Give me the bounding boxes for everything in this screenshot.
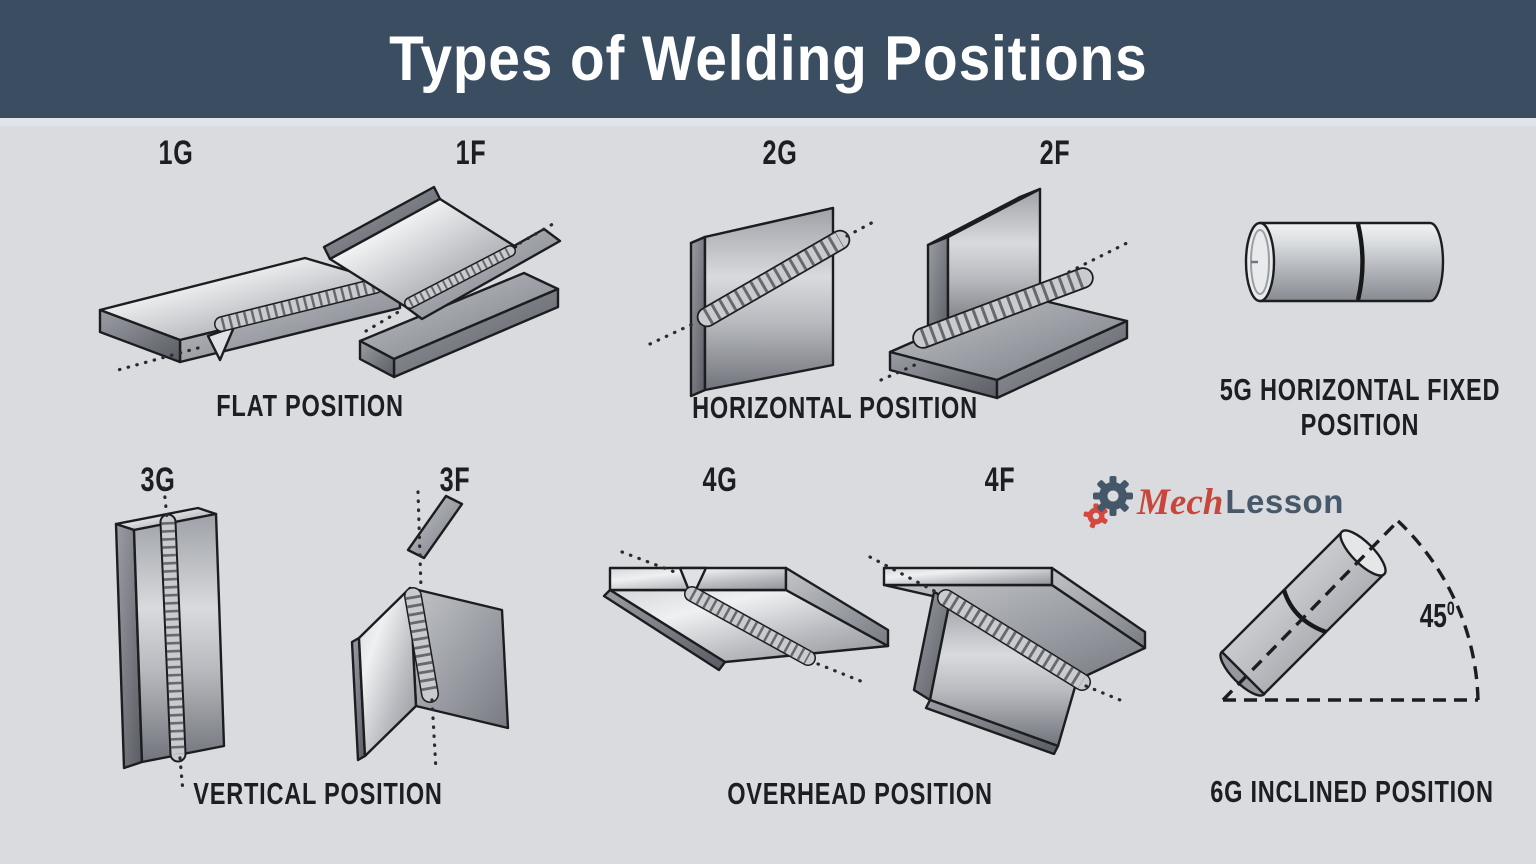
- angle-value: 45: [1419, 597, 1447, 634]
- illustration-4g-overhead-groove-plate: [602, 550, 890, 684]
- illustration-4f-overhead-fillet-tee: [868, 555, 1147, 755]
- angle-annotation: 450: [1420, 597, 1487, 635]
- code-label-1f: 1F: [455, 134, 487, 172]
- logo-text-lesson: Lesson: [1225, 483, 1344, 520]
- caption-overhead-position: OVERHEAD POSITION: [727, 776, 993, 811]
- caption-5g-line1: 5G HORIZONTAL FIXED: [1219, 372, 1501, 407]
- weld-bead-1f: [404, 245, 516, 309]
- caption-vertical-position: VERTICAL POSITION: [193, 776, 443, 811]
- code-label-1g: 1G: [158, 134, 194, 172]
- axis-dots-3f-bottom: [430, 698, 438, 772]
- caption-horizontal-position: HORIZONTAL POSITION: [692, 390, 978, 425]
- code-label-3g: 3G: [140, 461, 176, 499]
- code-label-2f: 2F: [1039, 134, 1071, 172]
- weld-bead-2f: [912, 267, 1094, 349]
- illustration-1f-flat-fillet-joint: [322, 185, 562, 379]
- illustration-5g-horizontal-pipe: [1244, 221, 1445, 303]
- illustration-2f-horizontal-fillet-tee: [879, 187, 1135, 400]
- pipe-weld-seam-5g: [1355, 223, 1365, 301]
- weld-bead-4f: [937, 589, 1091, 691]
- axis-dots-2f-right: [1067, 238, 1135, 274]
- caption-6g-inclined-position: 6G INCLINED POSITION: [1210, 774, 1494, 809]
- header-divider: [0, 118, 1536, 126]
- partial-gear-icon: [1083, 503, 1108, 529]
- axis-dots-4f-right: [1084, 684, 1122, 702]
- code-label-3f: 3F: [439, 461, 471, 499]
- axis-dots-2f-left: [879, 362, 919, 382]
- logo-text-mech: Mech: [1137, 481, 1224, 523]
- weld-bead-2g: [696, 229, 851, 328]
- axis-dots-3f-top: [416, 490, 423, 590]
- gear-icon: [1083, 476, 1133, 529]
- axis-dots-2g-right: [845, 218, 879, 238]
- axis-dots-3g-bottom: [178, 756, 185, 794]
- illustration-2g-horizontal-groove-plate: [648, 206, 879, 398]
- angle-arc: [1396, 519, 1480, 701]
- caption-5g-fixed-position: 5G HORIZONTAL FIXED POSITION: [1193, 372, 1527, 442]
- weld-bead-4g: [684, 586, 816, 666]
- angle-degree-mark: 0: [1446, 599, 1455, 620]
- weld-bead-3g: [159, 513, 187, 763]
- code-label-4g: 4G: [702, 461, 738, 499]
- illustration-6g-inclined-pipe: [1219, 519, 1480, 702]
- pipe-weld-seam-6g: [1281, 589, 1327, 635]
- code-label-4f: 4F: [984, 461, 1016, 499]
- axis-dots-2g-left: [648, 320, 699, 346]
- axis-dots-4g-left: [620, 550, 682, 576]
- caption-flat-position: FLAT POSITION: [216, 388, 404, 423]
- header-banner: Types of Welding Positions: [0, 0, 1536, 118]
- axis-dots-4g-right: [816, 662, 865, 684]
- caption-5g-line2: POSITION: [1300, 407, 1420, 442]
- page-title: Types of Welding Positions: [388, 24, 1148, 94]
- illustration-3f-vertical-fillet-tee: [350, 490, 510, 772]
- illustration-3g-vertical-groove-plate: [114, 486, 226, 794]
- code-label-2g: 2G: [762, 134, 798, 172]
- axis-dots-1f-top: [518, 219, 560, 245]
- axis-dots-1f-bottom: [364, 309, 402, 333]
- weld-bead-3f: [404, 587, 439, 703]
- weld-bead-1g: [214, 278, 383, 332]
